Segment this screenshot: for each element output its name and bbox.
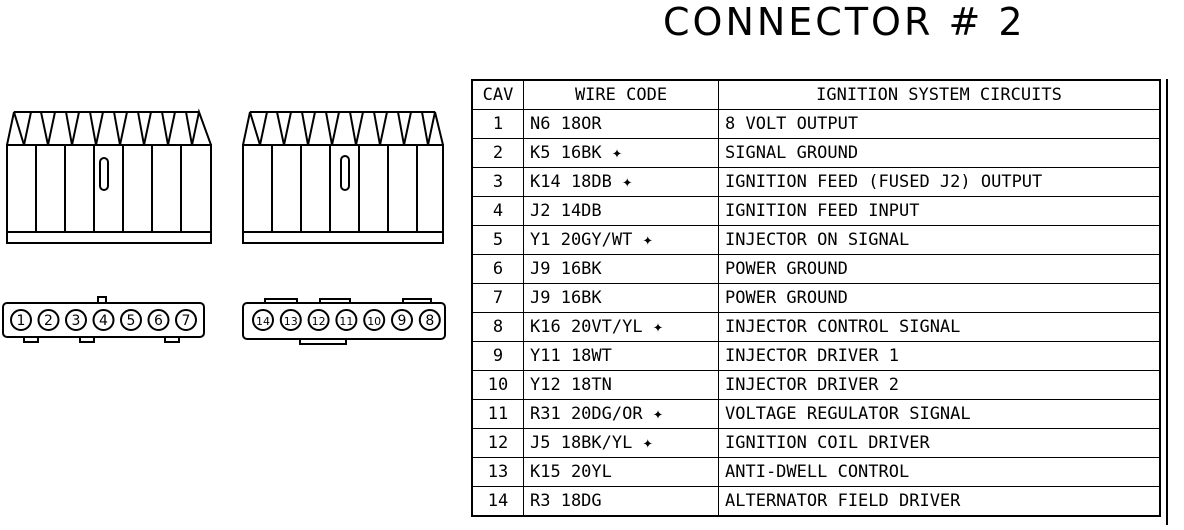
cav-cell: 6 <box>471 254 524 284</box>
pin-number: 1 <box>17 313 26 329</box>
cav-cell: 3 <box>471 167 524 197</box>
right-pin-group: 14 13 12 11 10 9 8 <box>252 309 441 331</box>
wire-code-cell: Y11 18WT <box>523 341 719 371</box>
wire-code-cell: K15 20YL <box>523 457 719 487</box>
table-right-edge <box>1166 79 1168 525</box>
wire-code-cell: Y12 18TN <box>523 370 719 400</box>
wire-code-cell: J9 16BK <box>523 283 719 313</box>
header-circuits: IGNITION SYSTEM CIRCUITS <box>718 79 1161 110</box>
wire-code-cell: J5 18BK/YL ✦ <box>523 428 719 458</box>
pin-cavity <box>391 309 413 331</box>
left-pin-group: 1 2 3 4 5 6 7 <box>10 309 197 331</box>
circuit-cell: 8 VOLT OUTPUT <box>718 109 1161 139</box>
pin-cavity <box>418 309 441 331</box>
pinout-table: CAV WIRE CODE IGNITION SYSTEM CIRCUITS 1… <box>471 79 1161 517</box>
header-row: CAV WIRE CODE IGNITION SYSTEM CIRCUITS <box>471 79 1161 110</box>
pin-number: 6 <box>154 313 163 329</box>
right-connector-side-view <box>242 111 444 244</box>
cav-cell: 5 <box>471 225 524 255</box>
wire-code-cell: K16 20VT/YL ✦ <box>523 312 719 342</box>
pin-cavity <box>10 309 32 331</box>
wire-code-cell: J9 16BK <box>523 254 719 284</box>
pin-number: 8 <box>425 313 434 329</box>
wire-code-cell: Y1 20GY/WT ✦ <box>523 225 719 255</box>
cav-cell: 11 <box>471 399 524 429</box>
cav-cell: 7 <box>471 283 524 313</box>
pin-cavity <box>335 309 358 331</box>
circuit-cell: POWER GROUND <box>718 254 1161 284</box>
circuit-cell: ANTI-DWELL CONTROL <box>718 457 1161 487</box>
pin-number: 12 <box>312 315 326 328</box>
left-connector-side-view <box>6 108 212 244</box>
pin-cavity <box>37 309 60 331</box>
pin-cavity <box>363 309 386 331</box>
cav-cell: 14 <box>471 486 524 517</box>
circuit-cell: INJECTOR ON SIGNAL <box>718 225 1161 255</box>
circuit-cell: VOLTAGE REGULATOR SIGNAL <box>718 399 1161 429</box>
pin-cavity <box>279 309 302 331</box>
cav-cell: 2 <box>471 138 524 168</box>
cav-cell: 1 <box>471 109 524 139</box>
circuit-cell: POWER GROUND <box>718 283 1161 313</box>
pin-number: 13 <box>284 315 298 328</box>
cav-cell: 10 <box>471 370 524 400</box>
pin-number: 2 <box>44 313 53 329</box>
wire-code-cell: R3 18DG <box>523 486 719 517</box>
pin-number: 10 <box>367 315 381 328</box>
pin-number: 11 <box>339 315 353 328</box>
wire-code-cell: K5 16BK ✦ <box>523 138 719 168</box>
wire-code-cell: J2 14DB <box>523 196 719 226</box>
cav-cell: 9 <box>471 341 524 371</box>
pin-cavity <box>252 309 274 331</box>
pin-number: 3 <box>72 313 81 329</box>
pin-cavity <box>307 309 330 331</box>
pin-number: 7 <box>182 313 191 329</box>
circuit-cell: IGNITION FEED (FUSED J2) OUTPUT <box>718 167 1161 197</box>
wire-code-cell: K14 18DB ✦ <box>523 167 719 197</box>
circuit-cell: IGNITION COIL DRIVER <box>718 428 1161 458</box>
circuit-cell: INJECTOR DRIVER 1 <box>718 341 1161 371</box>
circuit-cell: ALTERNATOR FIELD DRIVER <box>718 486 1161 517</box>
cav-cell: 4 <box>471 196 524 226</box>
circuit-cell: SIGNAL GROUND <box>718 138 1161 168</box>
pin-cavity <box>65 309 87 331</box>
cav-cell: 12 <box>471 428 524 458</box>
left-connector-face <box>2 296 205 343</box>
pin-number: 4 <box>99 313 108 329</box>
header-cav: CAV <box>471 79 524 110</box>
header-wire-code: WIRE CODE <box>523 79 719 110</box>
pin-number: 9 <box>398 313 407 329</box>
pin-cavity <box>92 309 115 331</box>
pin-cavity <box>147 309 170 331</box>
cav-cell: 13 <box>471 457 524 487</box>
pin-cavity <box>120 309 142 331</box>
wire-code-cell: N6 18OR <box>523 109 719 139</box>
cav-cell: 8 <box>471 312 524 342</box>
wire-code-cell: R31 20DG/OR ✦ <box>523 399 719 429</box>
right-connector-face <box>242 298 446 345</box>
circuit-cell: IGNITION FEED INPUT <box>718 196 1161 226</box>
circuit-cell: INJECTOR CONTROL SIGNAL <box>718 312 1161 342</box>
pin-number: 14 <box>256 315 270 328</box>
pin-number: 5 <box>127 313 136 329</box>
circuit-cell: INJECTOR DRIVER 2 <box>718 370 1161 400</box>
pin-cavity <box>175 309 197 331</box>
connector-title: CONNECTOR # 2 <box>663 0 1026 44</box>
